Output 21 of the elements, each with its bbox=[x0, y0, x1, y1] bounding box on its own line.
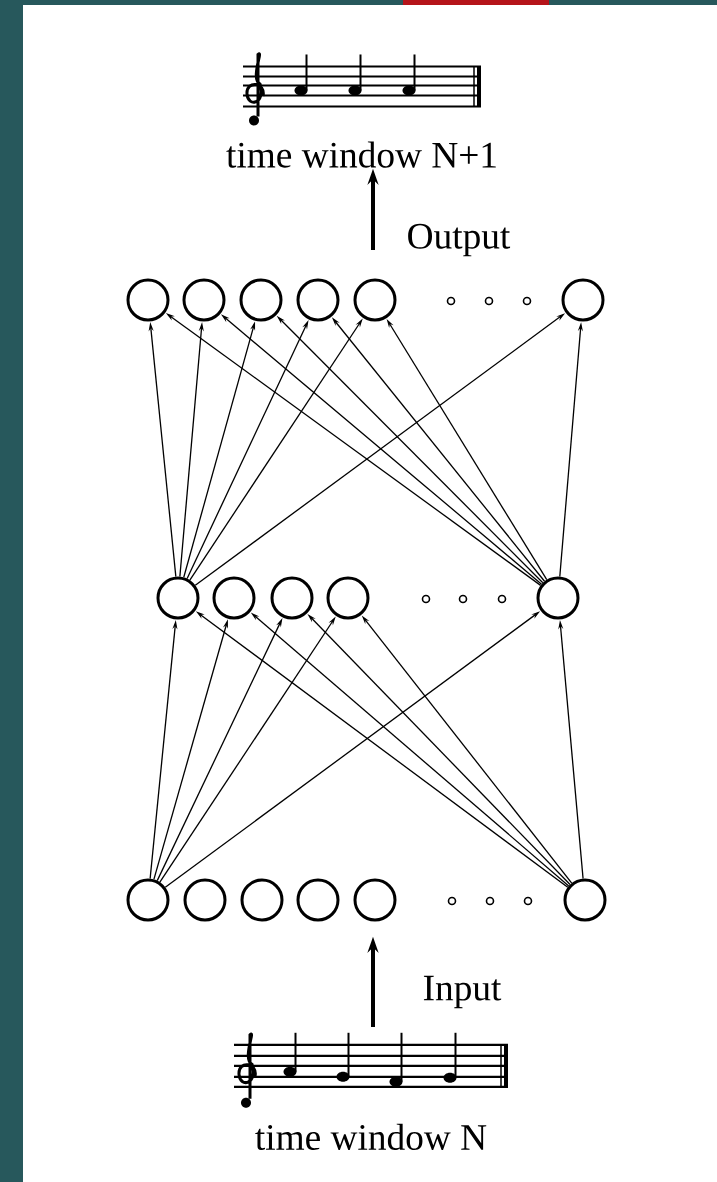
neuron-circle bbox=[326, 576, 370, 620]
node-label: time window N+1 bbox=[226, 141, 496, 168]
neuron-circle bbox=[183, 878, 227, 922]
node-label: time window N bbox=[255, 1123, 487, 1151]
neuron-circle bbox=[296, 278, 340, 322]
neuron-circle bbox=[182, 278, 226, 322]
neuron-circle bbox=[353, 878, 397, 922]
neuron-circle bbox=[240, 878, 284, 922]
neuron-circle bbox=[239, 278, 283, 322]
neuron-circle bbox=[561, 278, 605, 322]
neuron-circle bbox=[126, 278, 170, 322]
neuron-circle bbox=[296, 878, 340, 922]
neuron-circle bbox=[212, 576, 256, 620]
neuron-circle bbox=[353, 278, 397, 322]
edge-label: Output bbox=[405, 222, 512, 258]
neuron-circle bbox=[563, 878, 607, 922]
neuron-circle bbox=[156, 576, 200, 620]
neuron-circle bbox=[536, 576, 580, 620]
neuron-circle bbox=[270, 576, 314, 620]
neuron-circle bbox=[126, 878, 170, 922]
edge-label: Input bbox=[421, 974, 503, 1010]
